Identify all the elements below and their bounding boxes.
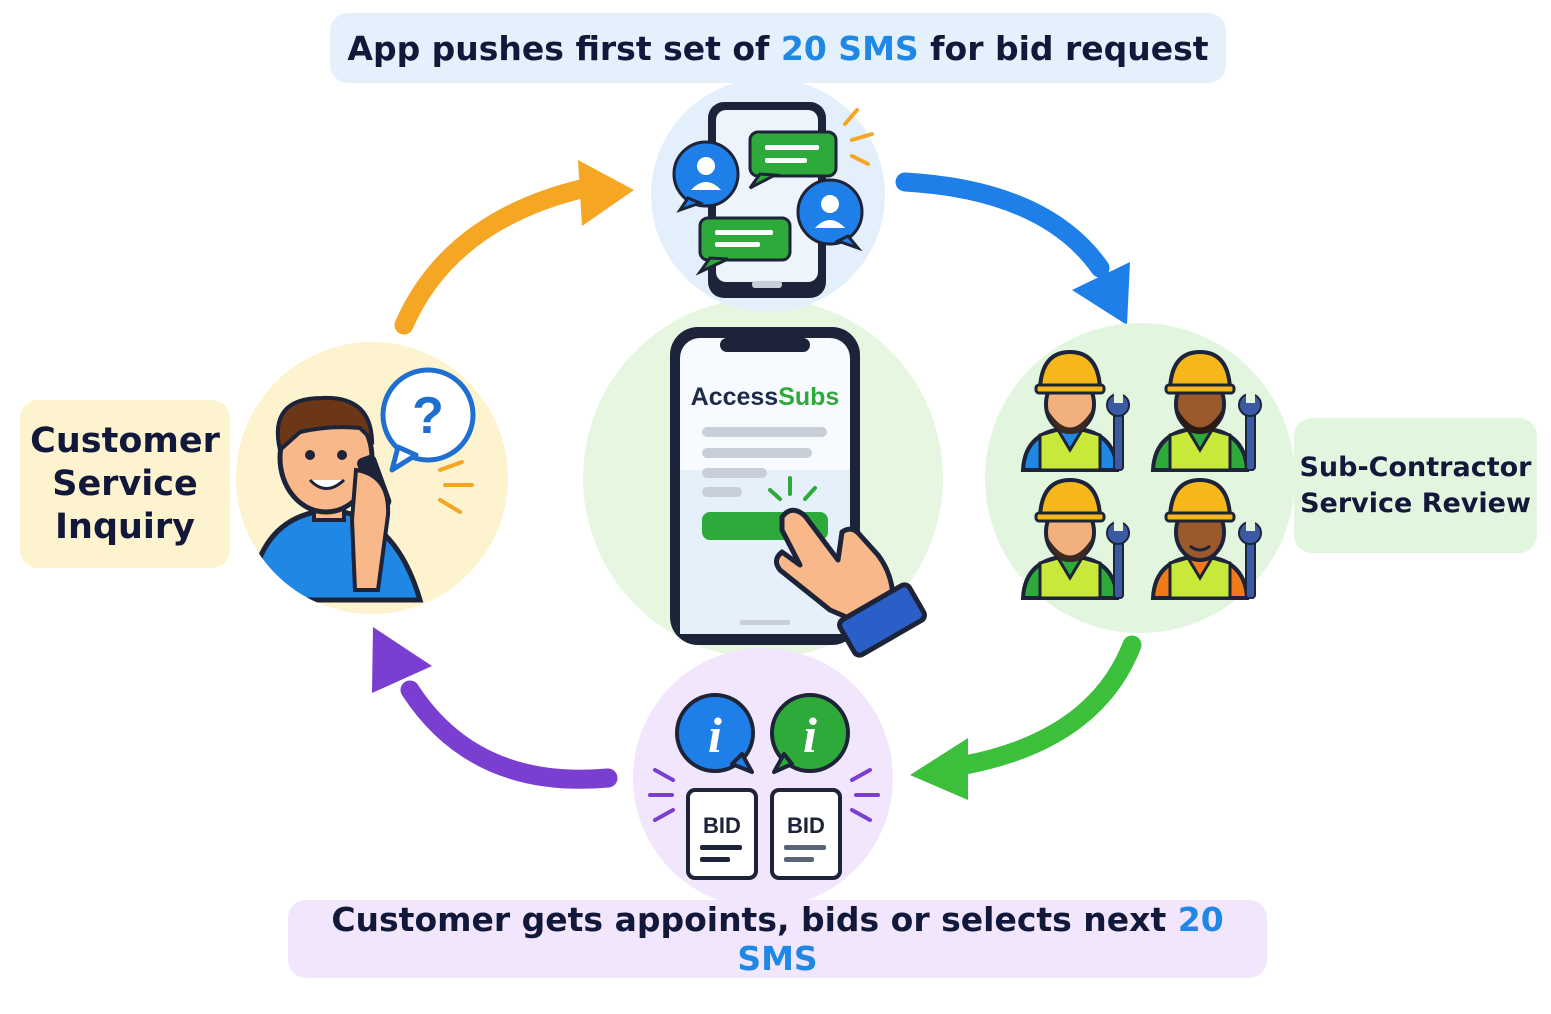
user-avatar-icon — [796, 178, 864, 252]
notification-burst-icon — [843, 108, 874, 166]
question-bubble-icon: ? — [380, 367, 476, 473]
banner-highlight: 20 SMS — [737, 900, 1224, 978]
bid-label: BID — [787, 813, 825, 838]
banner-text: for bid request — [918, 28, 1209, 68]
worker-icon — [1150, 349, 1250, 472]
wrench-icon — [1106, 391, 1130, 471]
arrow-sms-to-contractors — [895, 172, 1130, 325]
bids-node: i i BID BID — [633, 648, 893, 908]
sms-node — [651, 78, 885, 312]
top-step-banner: App pushes first set of 20 SMS for bid r… — [330, 13, 1226, 83]
arrow-contractors-to-bids — [910, 635, 1142, 800]
info-bubble-green-icon: i — [770, 693, 850, 774]
label-line: Inquiry — [55, 506, 195, 547]
arrow-bids-to-customer — [372, 627, 618, 789]
wrench-icon — [1238, 519, 1262, 599]
ring-lines-icon — [438, 460, 474, 514]
info-glyph: i — [708, 707, 722, 763]
bid-card-icon: BID — [770, 788, 842, 880]
worker-icon — [1020, 349, 1120, 472]
bid-label: BID — [703, 813, 741, 838]
subcontractor-review-label: Sub-Contractor Service Review — [1294, 418, 1537, 553]
worker-icon — [1020, 477, 1120, 600]
question-mark: ? — [412, 387, 444, 445]
svg-text:AccessSubs: AccessSubs — [691, 383, 840, 411]
label-line: Service Review — [1300, 487, 1531, 519]
label-line: Sub-Contractor — [1299, 451, 1532, 483]
bottom-step-banner: Customer gets appoints, bids or selects … — [288, 900, 1267, 978]
chat-bubble-top — [748, 130, 838, 190]
user-avatar-icon — [672, 140, 740, 213]
brand-prefix: Access — [691, 383, 779, 411]
wrench-icon — [1106, 519, 1130, 599]
text-line — [702, 427, 827, 437]
chat-bubble-bottom — [695, 216, 792, 276]
text-line — [702, 468, 767, 478]
customer-node: ? — [236, 342, 508, 614]
info-bubble-blue-icon: i — [675, 693, 755, 774]
arrow-customer-to-sms — [394, 160, 634, 335]
banner-highlight: 20 SMS — [780, 28, 919, 68]
tap-hand-icon — [768, 476, 927, 658]
label-line: Service — [52, 463, 198, 504]
label-line: Customer — [30, 420, 220, 461]
text-line — [702, 448, 812, 458]
info-glyph: i — [803, 707, 817, 763]
center-app-node: AccessSubs — [583, 298, 943, 658]
contractors-node — [985, 323, 1295, 633]
customer-person-icon — [247, 395, 424, 603]
banner-text: App pushes first set of — [347, 28, 781, 68]
banner-text: Customer gets appoints, bids or selects … — [331, 900, 1178, 939]
customer-inquiry-label: Customer Service Inquiry — [20, 400, 230, 568]
wrench-icon — [1238, 391, 1262, 471]
brand-suffix: Subs — [778, 383, 839, 411]
text-line — [702, 487, 742, 497]
worker-icon — [1150, 477, 1250, 600]
bid-card-icon: BID — [686, 788, 758, 880]
sparkle-lines-icon — [648, 768, 880, 822]
